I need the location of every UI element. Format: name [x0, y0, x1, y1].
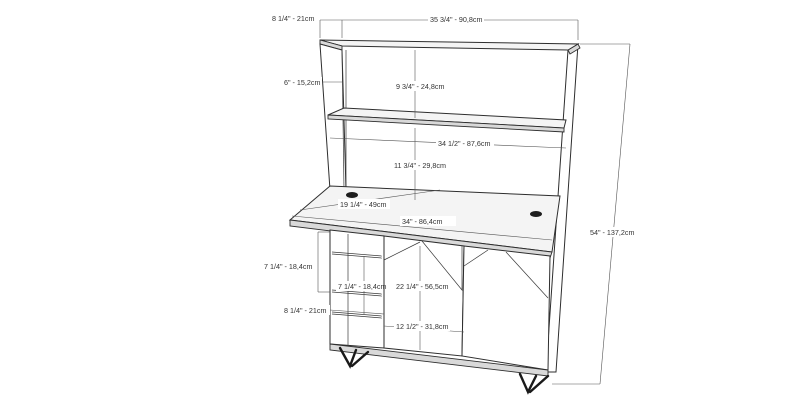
left-door-brace-b: [383, 241, 421, 261]
left-door-brace: [421, 240, 463, 291]
cabinet-door-right: [461, 245, 551, 371]
front-right-leg-b: [528, 374, 550, 394]
label-desk-width: 34" - 86,4cm: [402, 217, 443, 226]
label-desk-width-inner: 34 1/2" - 87,6cm: [438, 139, 491, 148]
label-cubby-height-2: 7 1/4" - 18,4cm: [338, 282, 387, 291]
label-cabinet-height: 22 1/4" - 56,5cm: [396, 282, 449, 291]
right-door-brace: [505, 251, 549, 299]
label-overall-width: 35 3/4" - 90,8cm: [430, 15, 483, 24]
label-upper-height: 11 3/4" - 29,8cm: [394, 161, 446, 170]
cable-hole-right: [530, 211, 542, 217]
label-door-width: 12 1/2" - 31,8cm: [396, 322, 449, 331]
front-left-leg: [338, 346, 358, 369]
cubby-shelf-1b: [331, 253, 383, 259]
label-desk-depth: 19 1/4" - 49cm: [340, 200, 387, 209]
front-left-leg-b: [350, 350, 370, 368]
label-cubby-depth-bottom: 8 1/4" - 21cm: [284, 306, 327, 315]
hutch-top-board: [319, 39, 580, 51]
dim-cubby-depth-bottom: [329, 309, 385, 315]
label-overall-height: 54" - 137,2cm: [590, 228, 635, 237]
cubby-shelf-3b: [331, 313, 383, 319]
cubby-shelf-3: [331, 311, 383, 317]
label-top-shelf-height: 9 3/4" - 24,8cm: [396, 82, 445, 91]
right-door-brace-b: [463, 249, 489, 267]
dimension-labels: 8 1/4" - 21cm 35 3/4" - 90,8cm 6" - 15,2…: [262, 13, 640, 331]
middle-shelf-front-edge: [327, 114, 565, 133]
label-shelf-depth-top: 8 1/4" - 21cm: [272, 14, 315, 23]
dim-desk-width: [291, 215, 553, 241]
cable-hole-left: [346, 192, 358, 198]
label-upright-depth: 6" - 15,2cm: [284, 78, 321, 87]
front-right-leg: [518, 372, 538, 395]
cubby-shelf-2b: [331, 291, 383, 297]
cubby-shelf-1: [331, 251, 383, 257]
label-cubby-height: 7 1/4" - 18,4cm: [264, 262, 313, 271]
dim-overall-height: [599, 43, 631, 385]
